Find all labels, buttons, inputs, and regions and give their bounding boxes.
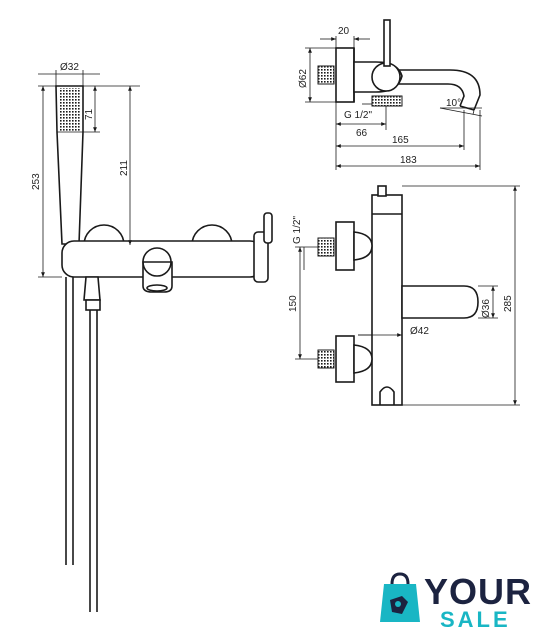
front-view: Ø32 71 253 211 [31,62,273,612]
dim-handshower-diameter: Ø32 [60,62,79,73]
dim-handshower-head-length: 71 [84,108,95,120]
mixer-body [61,212,273,311]
dim-spout-diameter: Ø36 [481,299,492,318]
dim-total-height: 253 [31,173,42,190]
top-view: 20 Ø62 G 1/2" 66 165 183 10° [298,19,483,170]
dim-top-165: 165 [392,135,409,146]
dim-top-rosette-diameter: Ø62 [298,69,309,88]
dim-body-diameter: Ø42 [410,326,429,337]
dim-side-distance: 150 [288,295,299,312]
shopping-bag-icon [380,572,420,622]
dim-side-thread: G 1/2" [292,216,303,244]
hand-shower [55,85,84,245]
front-dimensions: Ø32 71 253 211 [31,62,140,278]
dim-spout-angle: 10° [446,98,461,109]
dim-top-thread: G 1/2" [344,110,372,121]
shower-hose [65,277,98,612]
dim-holder-height: 211 [119,160,130,176]
brand-line1: YOUR [424,571,533,612]
dim-top-66: 66 [356,128,368,139]
brand-line2: SALE [440,607,511,632]
dim-top-rosette-width: 20 [338,26,350,37]
dim-top-183: 183 [400,155,417,166]
brand-logo: YOUR SALE [378,570,538,636]
dim-side-total-height: 285 [503,295,514,312]
side-view: 150 G 1/2" Ø36 285 Ø42 [288,185,520,406]
